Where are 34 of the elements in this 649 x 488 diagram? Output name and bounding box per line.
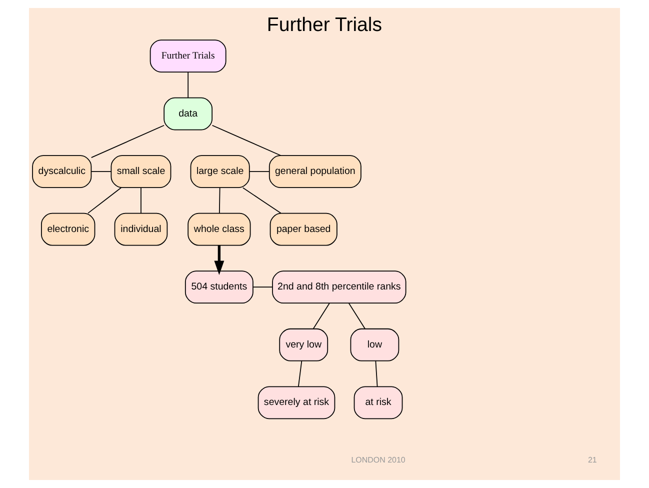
- node-box: whole class: [188, 212, 251, 246]
- node-box: 2nd and 8th percentile ranks: [272, 270, 406, 304]
- node-box: severely at risk: [258, 386, 336, 420]
- node-box: small scale: [110, 155, 172, 188]
- node-box: paper based: [270, 212, 338, 246]
- label: 21: [588, 455, 597, 464]
- node-box: at risk: [354, 386, 403, 420]
- node-box: very low: [279, 328, 328, 362]
- connector: [140, 187, 142, 214]
- node-box: large scale: [190, 155, 250, 188]
- node-box: low: [350, 328, 400, 362]
- connector: [90, 124, 164, 158]
- connector: [348, 302, 366, 330]
- node-box: dyscalculic: [32, 155, 92, 188]
- connector: [298, 360, 302, 387]
- connector: [88, 187, 122, 214]
- diagram-title: Further Trials: [266, 14, 382, 36]
- node-box: individual: [114, 212, 168, 246]
- arrow: [214, 246, 224, 275]
- node-box: data: [164, 97, 213, 130]
- connector: [375, 360, 378, 387]
- node-box: electronic: [41, 212, 96, 246]
- connector: [242, 187, 282, 214]
- connector: [312, 302, 330, 330]
- node-box: Further Trials: [150, 40, 226, 72]
- connector: [188, 72, 189, 98]
- connector: [248, 171, 270, 172]
- connector: [90, 171, 112, 172]
- label: LONDON 2010: [351, 455, 406, 464]
- connector: [218, 187, 220, 214]
- connector: [252, 286, 273, 288]
- node-box: 504 students: [184, 270, 254, 304]
- node-box: general population: [268, 155, 362, 188]
- connector: [212, 124, 282, 156]
